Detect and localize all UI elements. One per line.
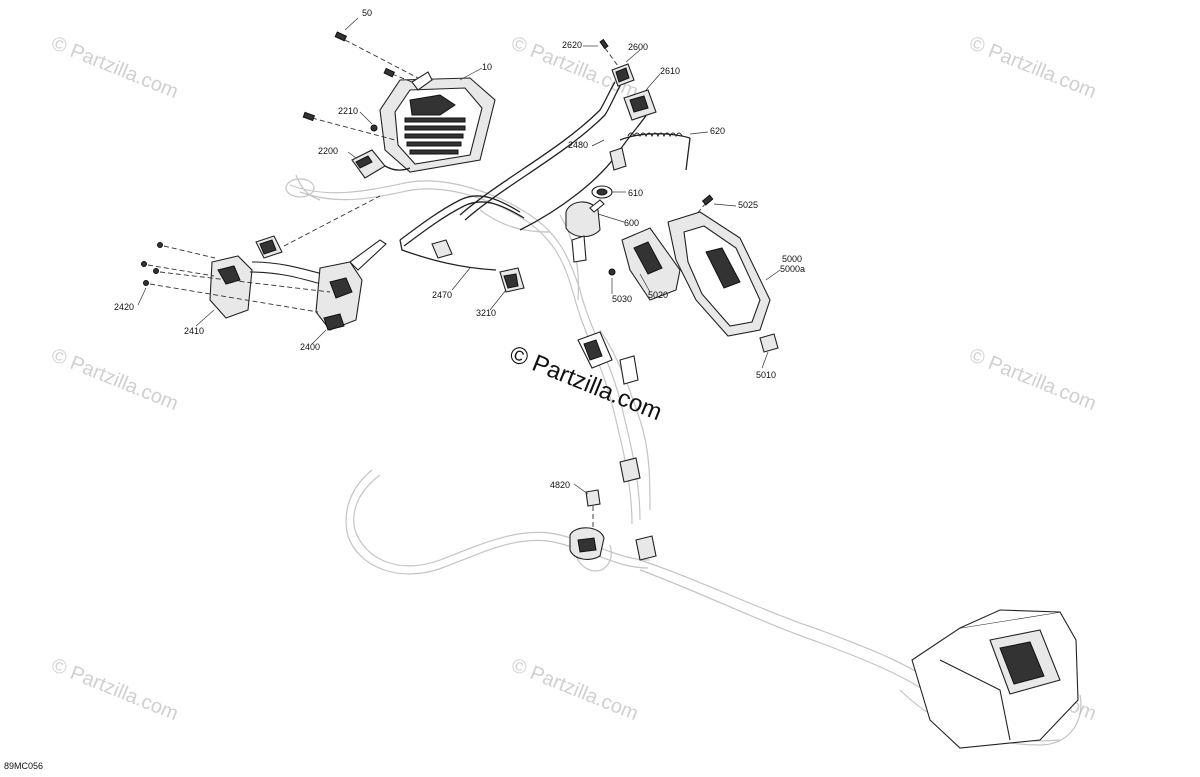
- left-switch-assembly: [141, 195, 387, 331]
- watermark-mid-right: © Partzilla.com: [966, 344, 1099, 415]
- callout-5020: 5020: [648, 290, 668, 300]
- callout-4820: 4820: [550, 480, 570, 490]
- battery-box-part: [911, 609, 1079, 749]
- watermark-bottom-center: © Partzilla.com: [508, 654, 641, 725]
- connectors-2600-group: [599, 38, 657, 121]
- watermark-top-right: © Partzilla.com: [966, 32, 1099, 103]
- callout-2200: 2200: [318, 146, 338, 156]
- ecu-5000-part: [608, 194, 779, 353]
- callout-620: 620: [710, 126, 725, 136]
- callout-5025: 5025: [738, 200, 758, 210]
- callout-610: 610: [628, 188, 643, 198]
- callout-2410: 2410: [184, 326, 204, 336]
- callout-2600: 2600: [628, 42, 648, 52]
- callout-10: 10: [482, 62, 492, 72]
- screw-2210-part: [302, 111, 396, 141]
- callout-5000a: 5000a: [780, 264, 805, 274]
- sensor-4820-part: [569, 457, 657, 561]
- callout-2470: 2470: [432, 290, 452, 300]
- callout-2400: 2400: [300, 342, 320, 352]
- leader-lines: [137, 17, 781, 495]
- callout-2620: 2620: [562, 40, 582, 50]
- callout-3210: 3210: [476, 308, 496, 318]
- callout-5030: 5030: [612, 294, 632, 304]
- connector-2200-part: [351, 149, 411, 179]
- watermark-mid-left: © Partzilla.com: [48, 344, 181, 415]
- callout-2420: 2420: [114, 302, 134, 312]
- cluster-grille: [404, 117, 466, 155]
- instrument-cluster-part: [379, 71, 496, 173]
- watermark-top-left: © Partzilla.com: [48, 32, 181, 103]
- center-connectors: [577, 331, 639, 385]
- callout-50: 50: [362, 8, 372, 18]
- switch-600-part: [565, 185, 613, 263]
- callout-5000: 5000: [782, 254, 802, 264]
- callout-2610: 2610: [660, 66, 680, 76]
- callout-2210: 2210: [338, 106, 358, 116]
- callout-labels: 50 10 2210 2200 2620 2600 2610 620 2480 …: [114, 8, 805, 490]
- callout-5010: 5010: [756, 370, 776, 380]
- screw-50-part: [334, 31, 419, 83]
- harness-2470-part: [399, 195, 525, 293]
- watermark-bottom-left: © Partzilla.com: [48, 654, 181, 725]
- lanyard-620-part: [609, 132, 691, 171]
- callout-2480: 2480: [568, 140, 588, 150]
- figure-code: 89MC056: [4, 761, 43, 771]
- callout-600: 600: [624, 218, 639, 228]
